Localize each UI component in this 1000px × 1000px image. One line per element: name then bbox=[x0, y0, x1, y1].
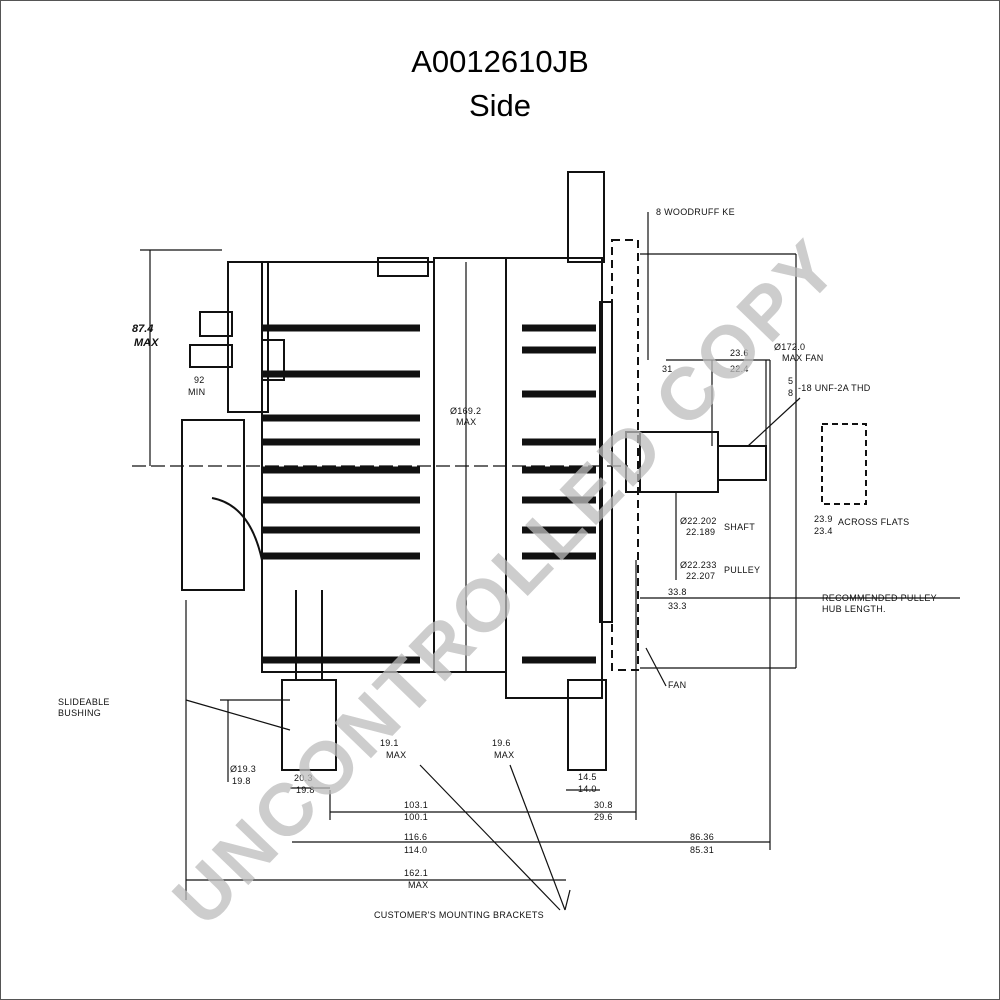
lug-width-bottom: 19.8 bbox=[296, 785, 315, 795]
front-bottom: 29.6 bbox=[594, 812, 613, 822]
bore-diameter-top: Ø19.3 bbox=[230, 764, 256, 774]
total-length-value: 162.1 bbox=[404, 868, 428, 878]
flats-top: 23.9 bbox=[814, 514, 833, 524]
part-number-title: A0012610JB bbox=[411, 44, 589, 79]
customer-brackets-label: CUSTOMER'S MOUNTING BRACKETS bbox=[374, 910, 544, 920]
bore-diameter-bottom: 19.8 bbox=[232, 776, 251, 786]
hub-label-line-1: RECOMMENDED PULLEY bbox=[822, 593, 937, 603]
lug-width-top: 20.3 bbox=[294, 773, 313, 783]
shaft-length-bottom: 22.4 bbox=[730, 364, 749, 374]
hub-length-bottom: 33.3 bbox=[668, 601, 687, 611]
body-diameter-label: MAX bbox=[456, 417, 476, 427]
pulley-diameter-bottom: 22.207 bbox=[686, 571, 715, 581]
flats-label: ACROSS FLATS bbox=[838, 517, 909, 527]
thread-numerator: 5 bbox=[788, 376, 793, 386]
shaft-diameter-top: Ø22.202 bbox=[680, 516, 717, 526]
pulley-diameter-label: PULLEY bbox=[724, 565, 760, 575]
dimension-lines bbox=[132, 212, 960, 911]
max-height-value: 87.4 bbox=[132, 323, 153, 335]
span-bottom: 100.1 bbox=[404, 812, 428, 822]
thread-spec: -18 UNF-2A THD bbox=[798, 383, 871, 393]
overall-bottom: 114.0 bbox=[404, 845, 427, 855]
bracket-left-value: 19.1 bbox=[380, 738, 399, 748]
alternator-outline bbox=[181, 171, 867, 771]
bracket-right-label: MAX bbox=[494, 750, 514, 760]
terminal-min-label: MIN bbox=[188, 387, 205, 397]
ear-width-bottom: 14.0 bbox=[578, 784, 597, 794]
cooling-fins bbox=[262, 324, 596, 664]
thread-denominator: 8 bbox=[788, 388, 793, 398]
bracket-right-value: 19.6 bbox=[492, 738, 511, 748]
hub-label-line-2: HUB LENGTH. bbox=[822, 604, 886, 614]
pulley-diameter-top: Ø22.233 bbox=[680, 560, 717, 570]
flats-bottom: 23.4 bbox=[814, 526, 833, 536]
total-length-label: MAX bbox=[408, 880, 428, 890]
pulley-face-bottom: 85.31 bbox=[690, 845, 714, 855]
bracket-left-label: MAX bbox=[386, 750, 406, 760]
shaft-diameter-bottom: 22.189 bbox=[686, 527, 715, 537]
bushing-label-line-1: SLIDEABLE bbox=[58, 697, 110, 707]
overall-top: 116.6 bbox=[404, 832, 427, 842]
terminal-min-value: 92 bbox=[194, 375, 205, 385]
woodruff-key-label: 8 WOODRUFF KE bbox=[656, 207, 735, 217]
shaft-small-dimension: 31 bbox=[662, 364, 673, 374]
pulley-face-top: 86.36 bbox=[690, 832, 714, 842]
fan-label: FAN bbox=[668, 680, 686, 690]
span-top: 103.1 bbox=[404, 800, 428, 810]
bushing-label-line-2: BUSHING bbox=[58, 708, 101, 718]
fan-diameter-value: Ø172.0 bbox=[774, 342, 805, 352]
hub-length-top: 33.8 bbox=[668, 587, 687, 597]
shaft-length-top: 23.6 bbox=[730, 348, 749, 358]
view-subtitle: Side bbox=[468, 88, 532, 123]
max-height-label: MAX bbox=[134, 337, 159, 349]
shaft-diameter-label: SHAFT bbox=[724, 522, 755, 532]
front-top: 30.8 bbox=[594, 800, 613, 810]
fan-diameter-label: MAX FAN bbox=[782, 353, 824, 363]
ear-width-top: 14.5 bbox=[578, 772, 597, 782]
body-diameter-value: Ø169.2 bbox=[450, 406, 481, 416]
